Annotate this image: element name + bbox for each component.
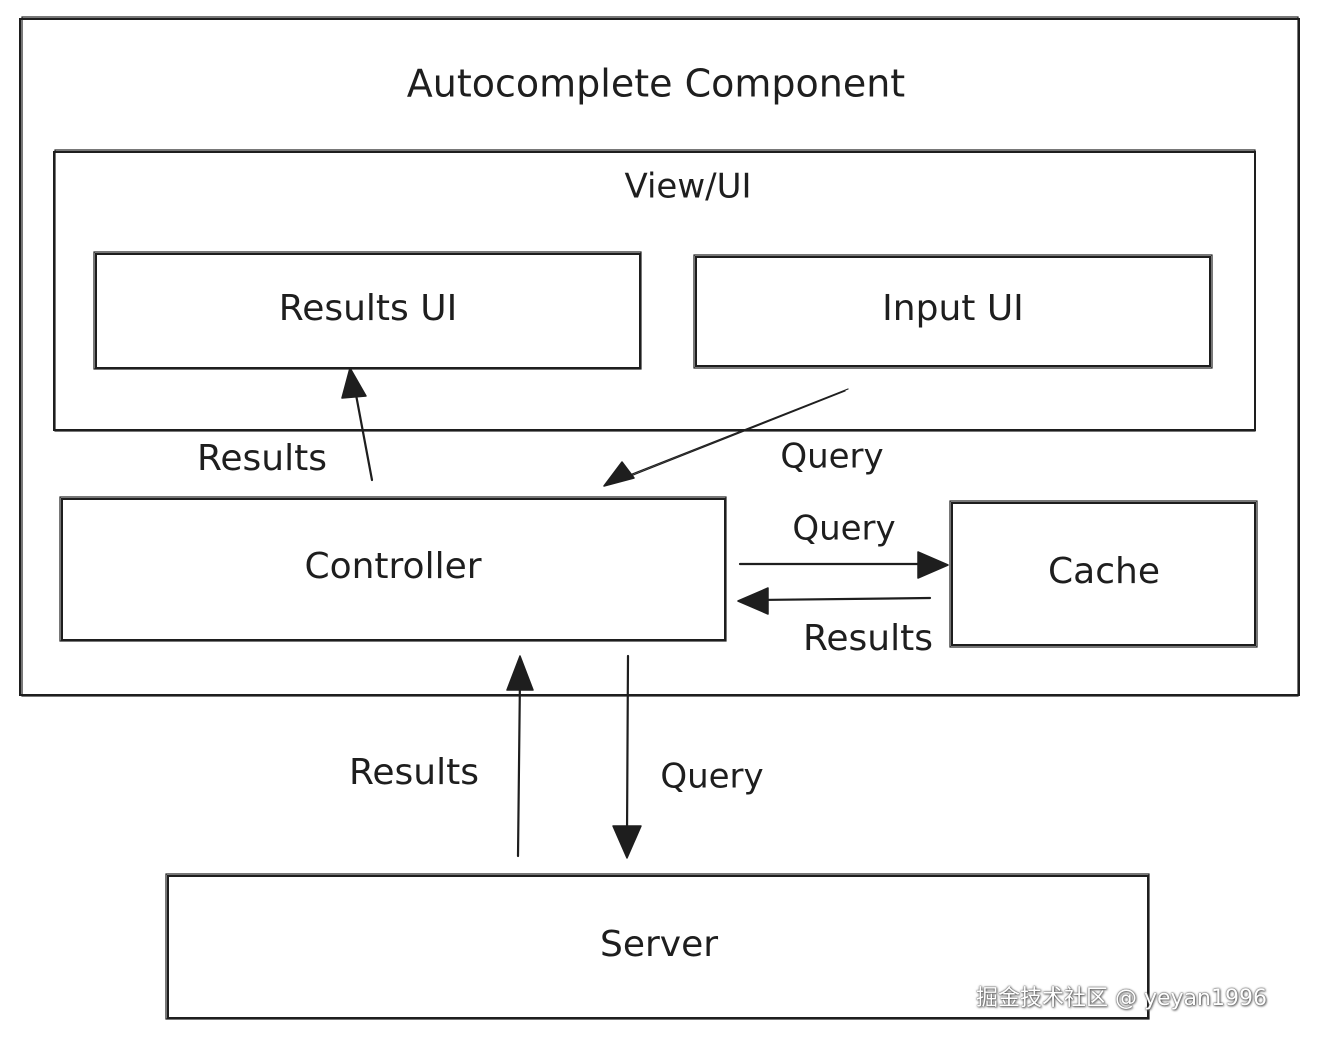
- controller-label: Controller: [304, 546, 481, 587]
- edge-label-controller-to-cache: Query: [792, 509, 895, 549]
- server-box: Server: [165, 873, 1150, 1020]
- arrow-cache-to-controller: [737, 587, 932, 615]
- server-label: Server: [600, 924, 718, 965]
- edge-label-controller-to-results-ui: Results: [197, 438, 327, 479]
- results-ui-label: Results UI: [279, 288, 457, 329]
- arrow-controller-to-server: [612, 654, 642, 859]
- cache-box: Cache: [949, 500, 1258, 648]
- cache-label: Cache: [1048, 551, 1160, 592]
- edge-label-server-to-controller: Results: [349, 752, 479, 793]
- autocomplete-component-container: Autocomplete Component: [19, 16, 1300, 697]
- edge-label-controller-to-server: Query: [660, 757, 763, 797]
- arrow-controller-to-results-ui: [341, 367, 374, 482]
- arrow-server-to-controller: [506, 655, 534, 858]
- arrow-input-ui-to-controller: [603, 388, 849, 487]
- autocomplete-component-title: Autocomplete Component: [407, 62, 905, 106]
- view-ui-title: View/UI: [624, 167, 751, 207]
- view-ui-container: View/UI: [53, 149, 1256, 432]
- controller-box: Controller: [59, 496, 727, 642]
- results-ui-box: Results UI: [93, 251, 642, 370]
- edge-label-input-ui-to-controller: Query: [780, 437, 883, 477]
- input-ui-box: Input UI: [693, 254, 1213, 369]
- watermark: 掘金技术社区 @ yeyan1996: [976, 986, 1267, 1011]
- arrow-controller-to-cache: [738, 551, 949, 579]
- edge-label-cache-to-controller: Results: [803, 618, 933, 659]
- input-ui-label: Input UI: [882, 288, 1024, 329]
